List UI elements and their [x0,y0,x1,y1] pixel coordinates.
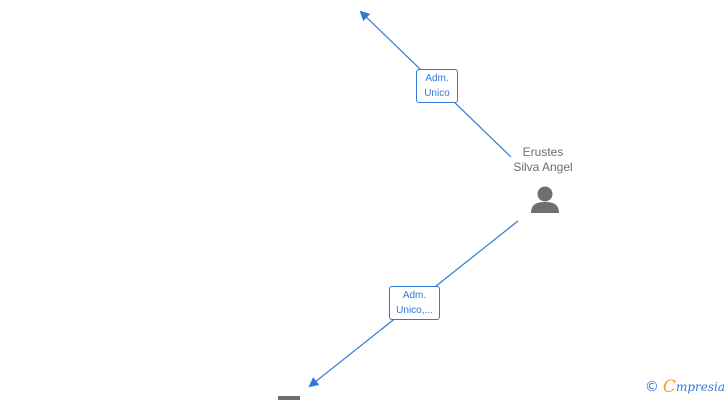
edge-label-top[interactable]: Adm. Unico [416,69,458,103]
person-icon[interactable] [531,186,559,214]
brand-logo-text: mpresia [675,380,725,394]
brand-logo-initial: C [662,377,676,397]
edge-label-bottom[interactable]: Adm. Unico,... [389,286,440,320]
person-name-line1: Erustes [522,145,564,159]
building-icon[interactable] [278,396,300,400]
person-name-line2: Silva Angel [513,160,573,174]
edge-label-top-line1: Adm. [425,73,449,84]
edge-label-bottom-line2: Unico,... [396,305,433,316]
copyright-icon: © [644,379,659,395]
edge-label-bottom-line1: Adm. [402,290,427,301]
edge-label-top-line2: Unico [424,88,450,99]
person-name[interactable]: Erustes Silva Angel [483,145,603,175]
empresia-watermark: © C mpresia [645,377,725,397]
